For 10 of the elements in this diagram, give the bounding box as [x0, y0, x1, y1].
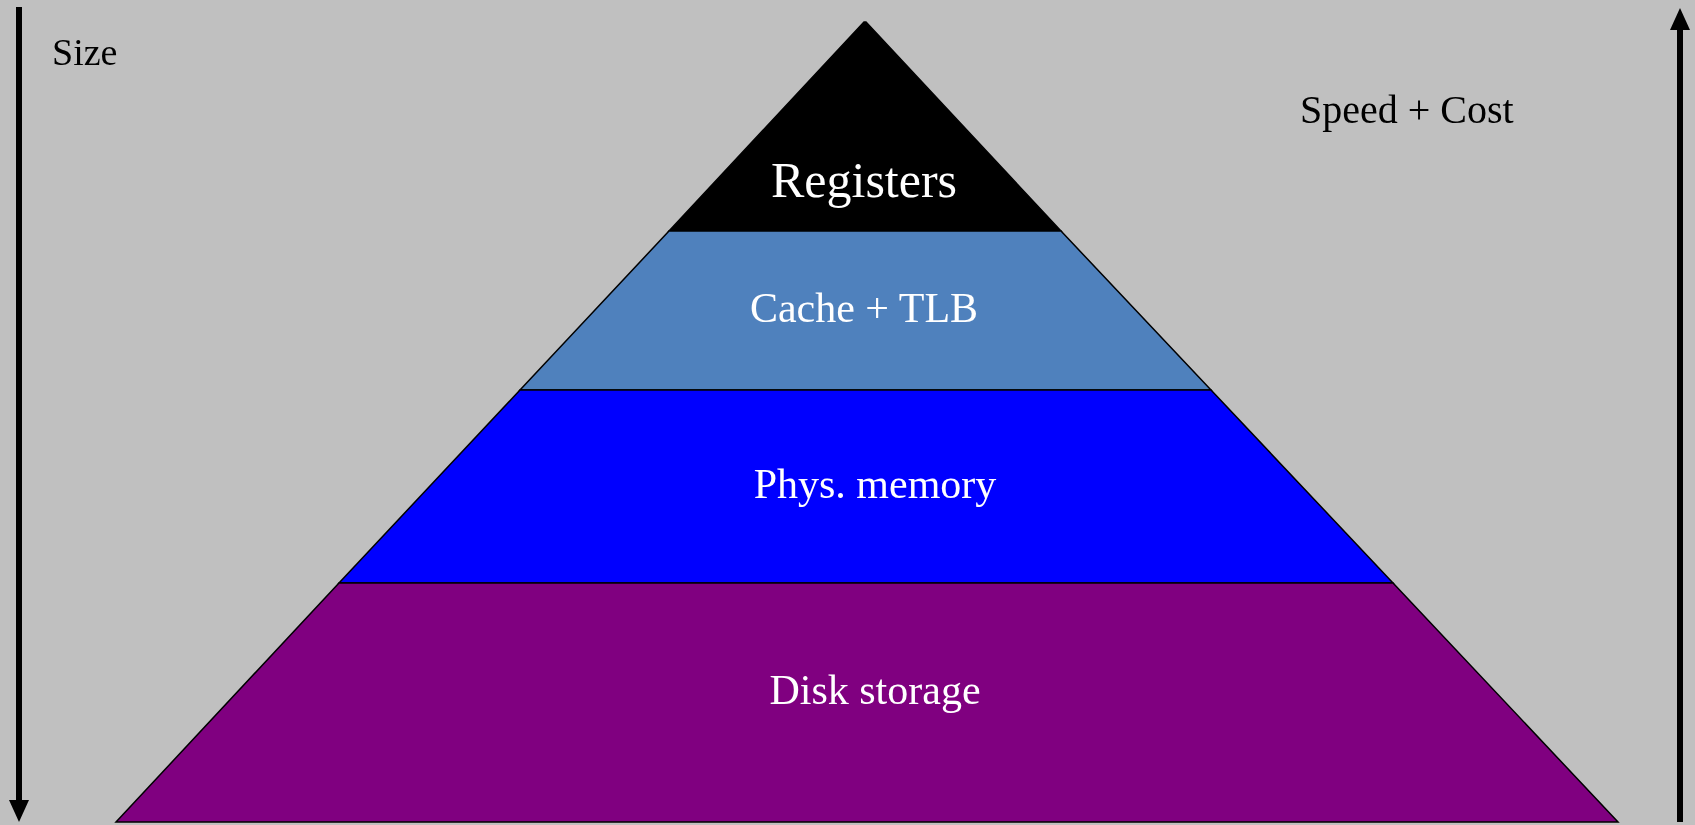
pyramid-tier	[339, 390, 1393, 583]
pyramid-tier	[520, 231, 1211, 390]
pyramid-tier	[669, 22, 1061, 231]
axis-label: Speed + Cost	[1300, 86, 1514, 133]
tier-label: Disk storage	[769, 666, 981, 714]
axis-label: Size	[52, 30, 118, 74]
pyramid-tier	[116, 583, 1618, 822]
tier-label: Registers	[770, 151, 958, 209]
tier-label: Cache + TLB	[749, 284, 979, 332]
tier-label: Phys. memory	[753, 460, 997, 508]
